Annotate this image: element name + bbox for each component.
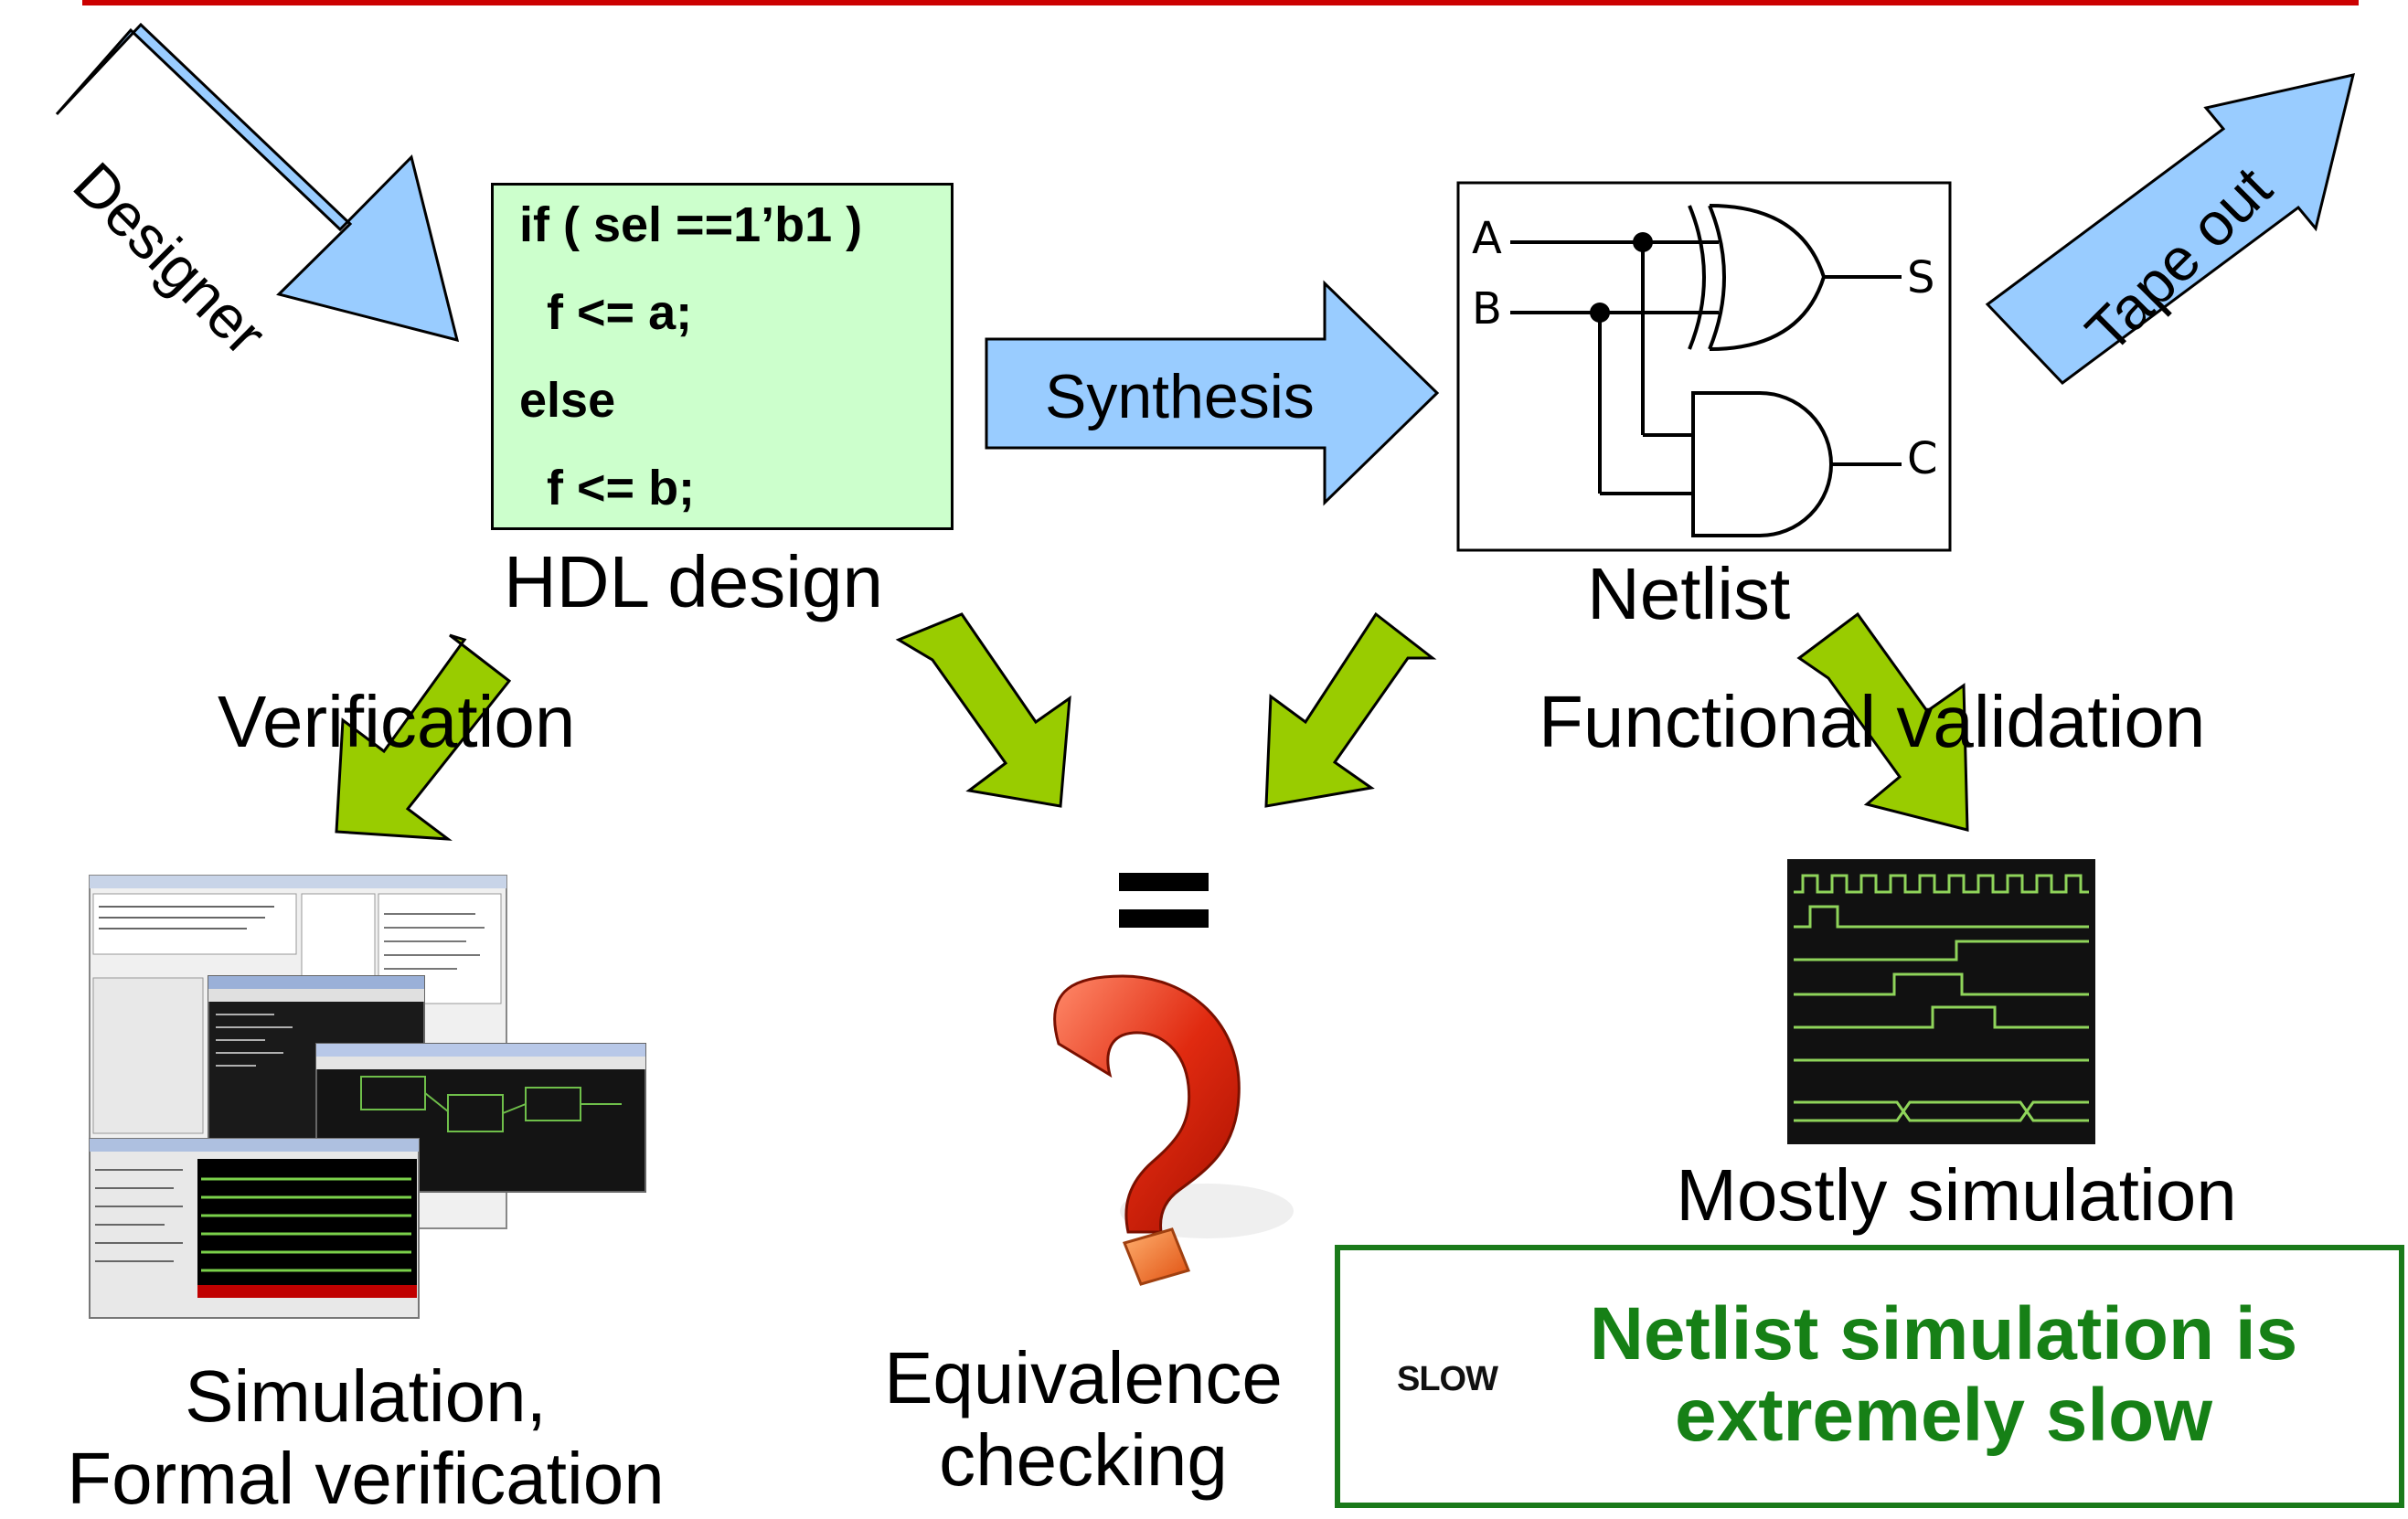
callout-text: Netlist simulation is extremely slow [1532,1292,2355,1457]
checking-label: checking [939,1419,1228,1501]
junction-dot [1590,303,1610,323]
callout-line1: Netlist simulation is [1589,1292,2298,1376]
functional-validation-arrow [1796,611,1969,832]
netlist-label: Netlist [1587,553,1791,634]
code-line: f <= b; [519,461,696,515]
netlist-to-eq-arrow [1264,611,1437,808]
netlist-schematic [1510,204,1902,537]
simulator-screenshots [89,875,646,1319]
slow-callout: SLOW Netlist simulation is extremely slo… [1335,1245,2404,1508]
netlist-output-s: S [1907,252,1935,303]
hdl-code-box: if ( sel ==1’b1 ) f <= a; else f <= b; [491,183,954,530]
netlist-output-c: C [1907,433,1938,484]
top-rule [82,0,2359,5]
code-line: else [519,373,616,428]
synthesis-arrow [985,280,1440,506]
callout-line2: extremely slow [1675,1373,2212,1457]
functional-validation-label: Functional validation [1539,681,2206,762]
simulation-label: Simulation, [185,1355,547,1437]
equals-bar-bottom [1119,909,1209,928]
waveform-screenshot [1787,859,2095,1144]
junction-dot [1633,232,1653,252]
hdl-to-eq-arrow [895,612,1071,808]
equivalence-label: Equivalence [884,1337,1283,1418]
mostly-simulation-label: Mostly simulation [1676,1154,2237,1236]
hdl-design-label: HDL design [504,541,884,622]
netlist-input-a: A [1472,213,1502,264]
verification-arrow [335,633,512,841]
netlist-box [1456,181,1952,552]
slow-sign-text: SLOW [1397,1360,1498,1398]
tapeout-arrow [1985,73,2356,385]
code-line: f <= a; [519,285,693,340]
formal-verification-label: Formal verification [67,1438,665,1519]
equals-bar-top [1119,873,1209,891]
question-mark-icon [1053,974,1294,1286]
designer-arrow [55,22,460,343]
netlist-input-b: B [1472,283,1502,335]
code-line: if ( sel ==1’b1 ) [519,197,863,252]
synthesis-label: Synthesis [1045,362,1315,431]
verification-label: Verification [218,681,576,762]
